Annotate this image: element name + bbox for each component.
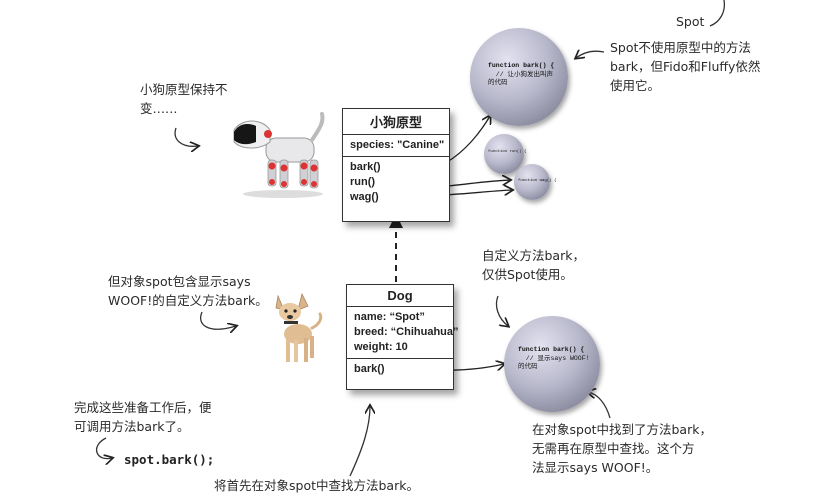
found-note-arrow (588, 392, 611, 419)
dog-box-title: Dog (347, 285, 453, 307)
wag-code: function wag() { (518, 179, 557, 183)
wag-bubble: function wag() { (514, 164, 556, 200)
note-found-on-spot: 在对象spot中找到了方法bark， 无需再在原型中查找。这个方 法显示says… (532, 422, 712, 475)
prototype-box-title: 小狗原型 (343, 109, 449, 135)
lookup-arrow (349, 406, 370, 477)
prototype-methods: bark() run() wag() (343, 157, 449, 221)
custom-bark-note-arrow (495, 295, 508, 326)
prototype-method-wag: wag() (350, 191, 379, 203)
spot-bark-code-1: function bark() { (518, 346, 585, 353)
note-lookup-first: 将首先在对象spot中查找方法bark。 (214, 478, 419, 493)
chihuahua-illustration (275, 292, 323, 362)
prototype-box: 小狗原型 species: "Canine" bark() run() wag(… (342, 108, 450, 222)
spot-note-arrow-2 (200, 311, 236, 329)
dog-box: Dog name: “Spot” breed: “Chihuahua” weig… (346, 284, 459, 390)
proto-note-arrow (174, 127, 198, 146)
note-custom-bark-only-spot: 自定义方法bark， 仅供Spot使用。 (482, 248, 585, 282)
prototype-prop: species: "Canine" (350, 139, 445, 151)
spot-bark-code-3: 的代码 (518, 363, 538, 370)
spot-bark-code-2: // 显示says WOOF! (518, 355, 590, 362)
prototype-method-bark: bark() (350, 161, 381, 173)
note-proto-unchanged: 小狗原型保持不 变…… (140, 82, 228, 116)
after-setup-arrow (96, 437, 112, 459)
note-after-setup: 完成这些准备工作后，便 可调用方法bark了。 (74, 400, 212, 434)
proto-bark-code-1: function bark() { (488, 62, 555, 69)
dog-prop-weight: weight: 10 (354, 341, 408, 353)
proto-bark-code-3: 的代码 (488, 79, 508, 86)
prototype-props: species: "Canine" (343, 135, 449, 157)
proto-bark-bubble: function bark() { // 让小狗发出叫声 的代码 (470, 28, 568, 126)
prototype-method-run: run() (350, 176, 376, 188)
proto-bark-code-2: // 让小狗发出叫声 (488, 71, 554, 78)
spot-note-arrow (576, 51, 605, 58)
run-code: function run() { (488, 150, 527, 154)
dog-props: name: “Spot” breed: “Chihuahua” weight: … (347, 307, 459, 359)
robot-dog-illustration (233, 112, 325, 198)
dog-prop-breed: breed: “Chihuahua” (354, 326, 459, 338)
note-spot-top: Spot (676, 14, 705, 29)
run-bubble: function run() { (484, 134, 527, 174)
dog-method-bark: bark() (354, 363, 385, 375)
spot-top-arrow (709, 0, 726, 27)
note-spot-no-proto: Spot不使用原型中的方法 bark，但Fido和Fluffy依然 使用它。 (610, 40, 761, 93)
code-call: spot.bark(); (124, 452, 215, 467)
dog-methods: bark() (347, 359, 453, 389)
spot-bark-bubble: function bark() { // 显示says WOOF! 的代码 (504, 316, 600, 412)
note-spot-custom-bark: 但对象spot包含显示says WOOF!的自定义方法bark。 (108, 274, 268, 308)
dog-prop-name: name: “Spot” (354, 311, 425, 323)
